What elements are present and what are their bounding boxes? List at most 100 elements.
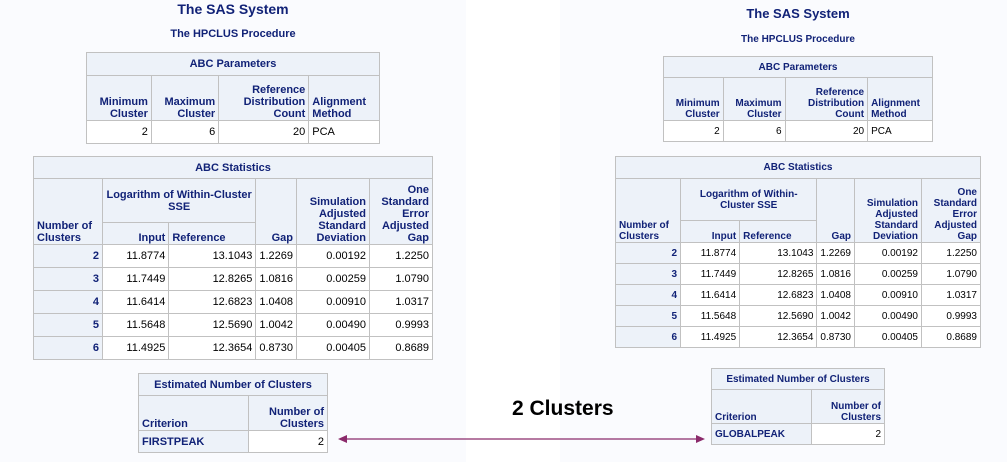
column-header: Gap: [816, 178, 855, 243]
table-cell: 1.0042: [255, 313, 297, 337]
row-header-cell: 5: [33, 313, 103, 337]
table-cell: 13.1043: [739, 242, 818, 264]
table-cell: 0.8730: [255, 336, 297, 360]
right-estimated-clusters-table: Estimated Number of Clusters Criterion N…: [711, 368, 885, 445]
column-header: Simulation Adjusted Standard Deviation: [854, 178, 922, 243]
row-header-cell: 2: [33, 244, 103, 268]
criterion-cell: FIRSTPEAK: [138, 430, 249, 453]
table-cell: 11.4925: [679, 326, 741, 348]
column-header: Number of Clusters: [615, 178, 681, 243]
column-header: Alignment Method: [867, 77, 933, 121]
table-cell: 1.0408: [255, 290, 297, 314]
column-header: Reference: [739, 220, 818, 243]
table-cell: 11.6414: [101, 290, 170, 314]
clusters-annotation-label: 2 Clusters: [512, 397, 614, 420]
row-header-cell: 3: [33, 267, 103, 291]
table-cell: 2: [663, 120, 724, 142]
table-cell: 12.3654: [739, 326, 818, 348]
row-header-cell: 3: [615, 263, 681, 285]
column-header: Minimum Cluster: [86, 75, 152, 121]
row-header-cell: 2: [615, 242, 681, 264]
table-caption: Estimated Number of Clusters: [138, 373, 328, 396]
table-cell: 1.0042: [816, 305, 855, 327]
table-cell: 11.7449: [679, 263, 741, 285]
table-cell: 0.00259: [296, 267, 370, 291]
table-cell: 1.0790: [921, 263, 981, 285]
table-cell: 6: [722, 120, 786, 142]
table-cell: 1.0317: [921, 284, 981, 306]
table-cell: 0.00490: [296, 313, 370, 337]
table-cell: 11.8774: [101, 244, 170, 268]
table-cell: 1.0317: [369, 290, 433, 314]
table-cell: 11.7449: [101, 267, 170, 291]
table-cell: 12.5690: [168, 313, 257, 337]
table-cell: 1.2250: [921, 242, 981, 264]
column-header: Reference: [168, 222, 257, 245]
column-header: Gap: [255, 178, 297, 245]
left-abc-parameters-table: ABC Parameters Minimum Cluster Maximum C…: [86, 52, 380, 144]
left-estimated-clusters-table: Estimated Number of Clusters Criterion N…: [138, 373, 328, 453]
column-header: Alignment Method: [308, 75, 380, 121]
table-cell: 0.8689: [921, 326, 981, 348]
table-caption: ABC Parameters: [663, 56, 933, 78]
right-abc-statistics-table: ABC Statistics Number of Clusters Logari…: [615, 156, 981, 348]
table-cell: 0.00192: [854, 242, 922, 264]
right-abc-parameters-table: ABC Parameters Minimum Cluster Maximum C…: [663, 56, 933, 142]
right-page-title: The SAS System: [746, 6, 850, 21]
table-cell: 12.8265: [168, 267, 257, 291]
row-header-cell: 6: [615, 326, 681, 348]
table-cell: 0.00910: [296, 290, 370, 314]
row-header-cell: 5: [615, 305, 681, 327]
column-header: Maximum Cluster: [722, 77, 786, 121]
table-caption: ABC Statistics: [33, 156, 433, 179]
left-page-title: The SAS System: [177, 1, 289, 17]
table-cell: 1.2250: [369, 244, 433, 268]
row-header-cell: 4: [33, 290, 103, 314]
table-caption: ABC Parameters: [86, 52, 380, 76]
right-procedure-title: The HPCLUS Procedure: [741, 34, 855, 45]
table-cell: 0.9993: [369, 313, 433, 337]
column-header: Criterion: [711, 389, 812, 424]
table-cell: 1.0790: [369, 267, 433, 291]
left-abc-statistics-table: ABC Statistics Number of Clusters Logari…: [33, 156, 433, 360]
table-cell: 0.00192: [296, 244, 370, 268]
table-cell: 20: [218, 120, 310, 144]
row-header-cell: 6: [33, 336, 103, 360]
column-header: Criterion: [138, 395, 249, 431]
column-header: One Standard Error Adjusted Gap: [921, 178, 981, 243]
table-cell: PCA: [308, 120, 380, 144]
column-group-header: Logarithm of Within-Cluster SSE: [101, 178, 257, 223]
table-cell: 0.00405: [296, 336, 370, 360]
table-cell: 11.8774: [679, 242, 741, 264]
column-header: Maximum Cluster: [150, 75, 220, 121]
column-header: Number of Clusters: [248, 395, 328, 431]
table-cell: 12.5690: [739, 305, 818, 327]
column-header: Input: [679, 220, 741, 243]
table-cell: 11.5648: [101, 313, 170, 337]
column-header: Number of Clusters: [33, 178, 103, 245]
table-cell: 11.6414: [679, 284, 741, 306]
table-cell: 1.2269: [816, 242, 855, 264]
table-cell: 1.2269: [255, 244, 297, 268]
table-cell: 12.8265: [739, 263, 818, 285]
table-cell: 0.00490: [854, 305, 922, 327]
table-cell: 1.0816: [255, 267, 297, 291]
table-cell: 12.6823: [739, 284, 818, 306]
cluster-count-cell: 2: [248, 430, 328, 453]
column-header: Reference Distribution Count: [218, 75, 310, 121]
table-caption: ABC Statistics: [615, 156, 981, 179]
table-caption: Estimated Number of Clusters: [711, 368, 885, 390]
column-group-header: Logarithm of Within-Cluster SSE: [679, 178, 818, 221]
table-cell: 0.9993: [921, 305, 981, 327]
cluster-count-cell: 2: [811, 423, 885, 445]
table-cell: 12.6823: [168, 290, 257, 314]
